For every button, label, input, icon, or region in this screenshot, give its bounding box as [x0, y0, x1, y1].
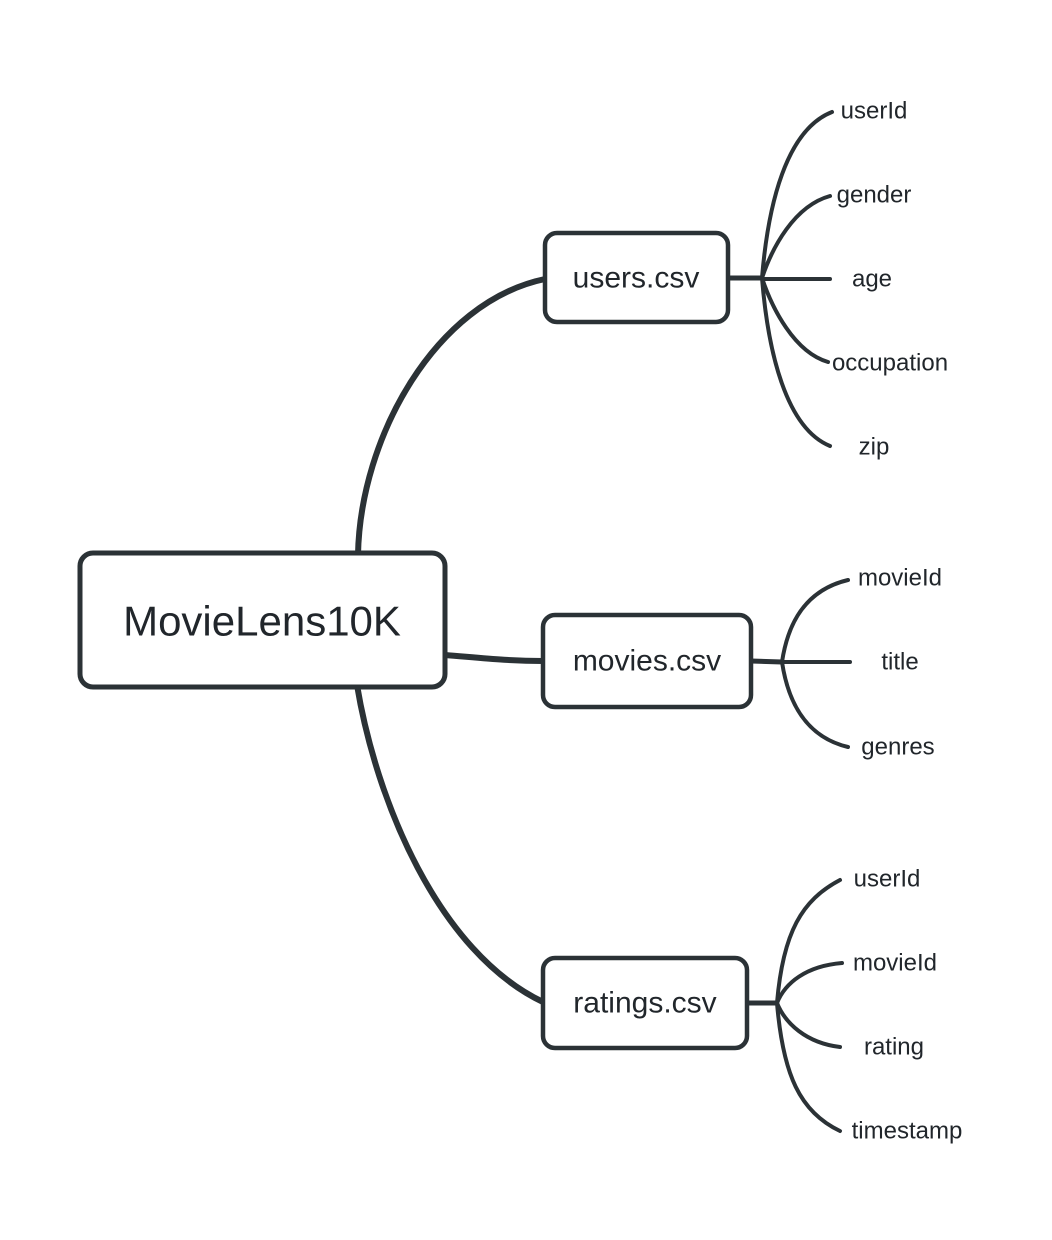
- movies-leaf-labels: movieId title genres: [858, 565, 942, 761]
- users-leaf-edges: [760, 110, 834, 448]
- edge-ratings-rating: [775, 1001, 842, 1049]
- leaf-users-occupation: occupation: [832, 350, 948, 377]
- edge-users-zip: [760, 276, 832, 448]
- edge-movies-genres: [780, 660, 850, 749]
- node-ratings-label: ratings.csv: [573, 987, 716, 1020]
- ratings-leaf-edges: [775, 878, 844, 1133]
- stub-movies: [750, 658, 783, 665]
- branch-stubs: [728, 275, 783, 1006]
- node-root-box: [77, 550, 448, 690]
- users-leaf-labels: userId gender age occupation zip: [832, 98, 948, 461]
- node-root: MovieLens10K: [77, 550, 448, 690]
- leaf-movies-title: title: [881, 649, 918, 676]
- edge-ratings-userid: [775, 878, 842, 1005]
- node-users-label: users.csv: [573, 262, 700, 295]
- leaf-ratings-userid: userId: [854, 866, 921, 893]
- leaf-users-gender: gender: [837, 182, 912, 209]
- edge-root-movies: [442, 652, 546, 664]
- edge-users-occupation: [760, 276, 830, 364]
- node-ratings: ratings.csv: [540, 955, 750, 1051]
- node-movies: movies.csv: [540, 612, 754, 710]
- leaf-users-zip: zip: [859, 434, 890, 461]
- leaf-ratings-movieid: movieId: [853, 950, 937, 977]
- ratings-leaf-labels: userId movieId rating timestamp: [852, 866, 963, 1145]
- node-movies-box: [540, 612, 754, 710]
- edge-movies-movieid: [780, 578, 850, 664]
- node-root-label: MovieLens10K: [123, 598, 401, 645]
- edge-root-ratings: [354, 682, 546, 1005]
- node-users-box: [542, 230, 731, 325]
- leaf-movies-movieid: movieId: [858, 565, 942, 592]
- leaf-ratings-rating: rating: [864, 1034, 924, 1061]
- edge-users-gender: [760, 194, 832, 280]
- edge-users-userid: [760, 110, 834, 280]
- edge-root-users: [355, 276, 548, 558]
- edge-ratings-movieid: [775, 961, 844, 1005]
- leaf-movies-genres: genres: [861, 734, 934, 761]
- leaf-users-userid: userId: [841, 98, 908, 125]
- leaf-ratings-timestamp: timestamp: [852, 1118, 963, 1145]
- movies-leaf-edges: [780, 578, 852, 749]
- node-ratings-box: [540, 955, 750, 1051]
- node-users: users.csv: [542, 230, 731, 325]
- node-movies-label: movies.csv: [573, 645, 721, 678]
- root-edges: [354, 276, 548, 1005]
- edge-ratings-timestamp: [775, 1001, 842, 1133]
- leaf-users-age: age: [852, 266, 892, 293]
